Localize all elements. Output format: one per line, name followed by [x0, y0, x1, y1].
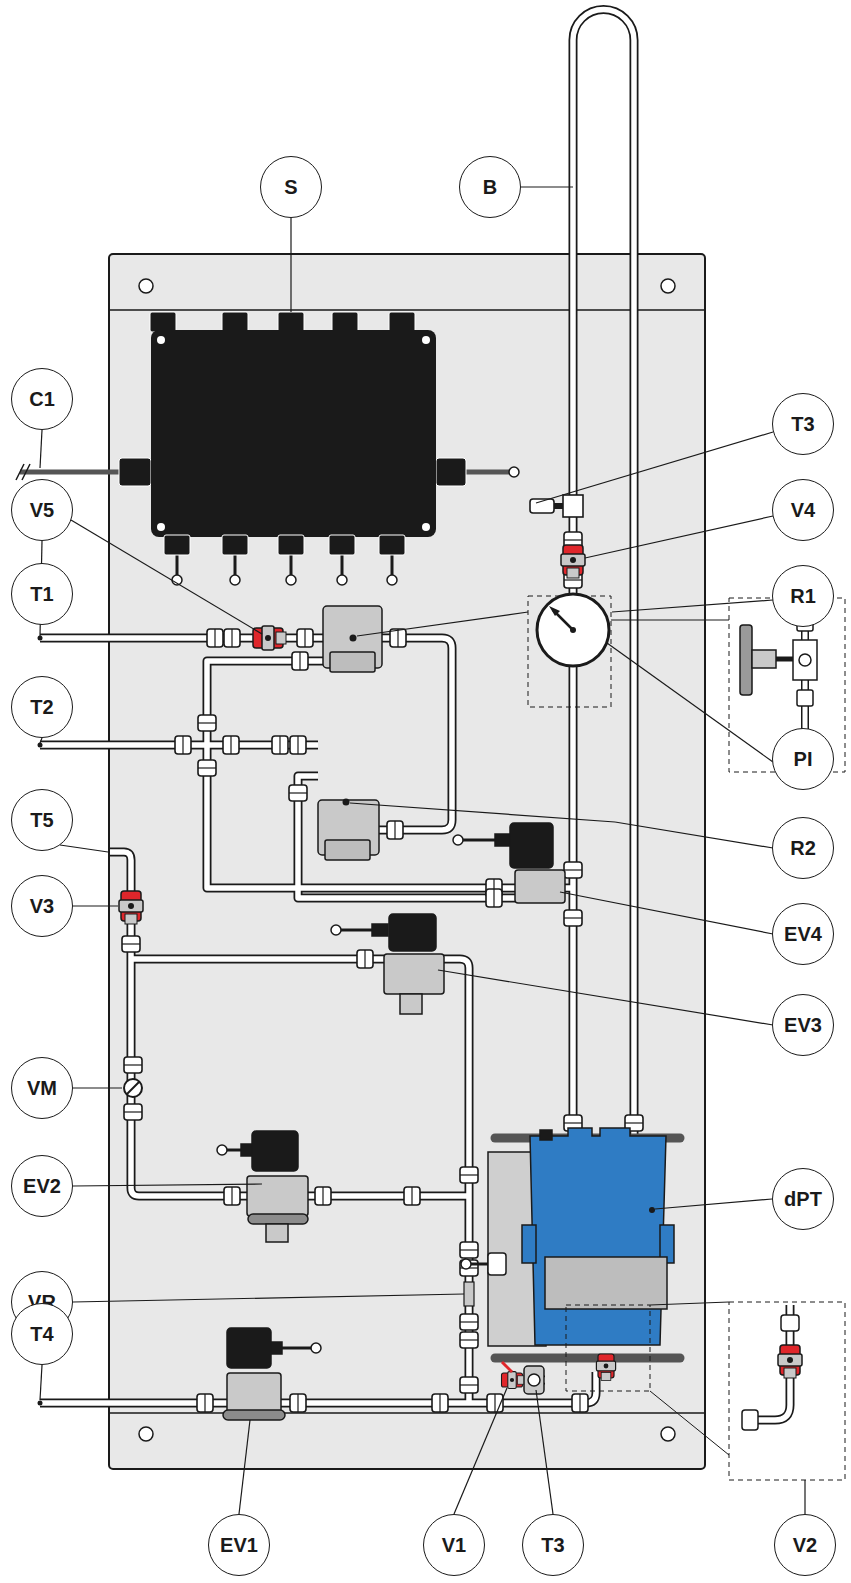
callout-label: B	[483, 177, 497, 197]
callout-label: C1	[29, 389, 55, 409]
callout-circle: VM	[11, 1057, 73, 1119]
callout-label: V3	[30, 896, 54, 916]
callout-label: VM	[27, 1078, 57, 1098]
callout-circle: EV1	[208, 1514, 270, 1576]
callout-circle: EV3	[772, 994, 834, 1056]
callout-circle: C1	[11, 368, 73, 430]
callout-circle: T2	[11, 676, 73, 738]
callout-label: T2	[30, 697, 53, 717]
callout-label: EV3	[784, 1015, 822, 1035]
callout-label: dPT	[784, 1189, 822, 1209]
callout-circle: V3	[11, 875, 73, 937]
callout-label: V2	[793, 1535, 817, 1555]
callout-label: T1	[30, 584, 53, 604]
callout-label: T5	[30, 810, 53, 830]
callout-circle: V2	[774, 1514, 836, 1576]
callout-circle: EV2	[11, 1155, 73, 1217]
callout-circle: V4	[772, 479, 834, 541]
callout-label: T4	[30, 1324, 53, 1344]
callout-label: T3	[791, 414, 814, 434]
callout-label: EV4	[784, 924, 822, 944]
callout-label: S	[284, 177, 297, 197]
callout-circle: dPT	[772, 1168, 834, 1230]
callout-label: EV2	[23, 1176, 61, 1196]
callout-circle: PI	[772, 728, 834, 790]
callout-circle: T3	[522, 1514, 584, 1576]
callout-label: V4	[791, 500, 815, 520]
callout-circle: B	[459, 156, 521, 218]
callout-label: T3	[541, 1535, 564, 1555]
callout-circle: T4	[11, 1303, 73, 1365]
callout-circle: V1	[423, 1514, 485, 1576]
callout-circle: V5	[11, 479, 73, 541]
callout-label: V5	[30, 500, 54, 520]
callout-circle: EV4	[772, 903, 834, 965]
callout-label: V1	[442, 1535, 466, 1555]
callout-label: R2	[790, 838, 816, 858]
callout-circle: R2	[772, 817, 834, 879]
callout-circle: S	[260, 156, 322, 218]
callout-circle: R1	[772, 565, 834, 627]
callout-label: R1	[790, 586, 816, 606]
callout-label: EV1	[220, 1535, 258, 1555]
callout-circle: T3	[772, 393, 834, 455]
callout-circle: T5	[11, 789, 73, 851]
callout-label: PI	[794, 749, 813, 769]
callout-circle: T1	[11, 563, 73, 625]
